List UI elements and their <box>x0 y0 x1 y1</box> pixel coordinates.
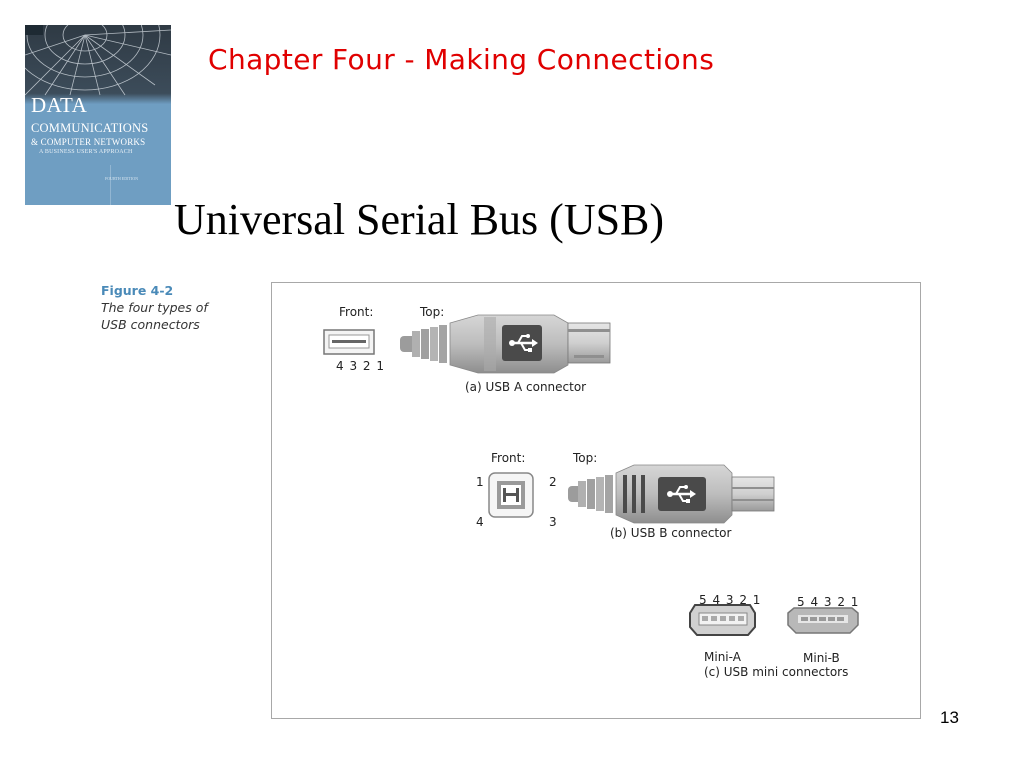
usb-a-top-label: Top: <box>420 305 445 319</box>
usb-b-pin-2: 2 <box>549 475 557 489</box>
page-number: 13 <box>940 708 959 727</box>
mini-b-pin-numbers: 5 4 3 2 1 <box>797 595 860 609</box>
mini-a-label: Mini-A <box>704 650 741 664</box>
book-cover: DATA COMMUNICATIONS & COMPUTER NETWORKS … <box>25 25 171 205</box>
usb-a-front-label: Front: <box>339 305 374 319</box>
usb-b-top-label: Top: <box>573 451 598 465</box>
usb-trident-icon <box>509 334 538 352</box>
usb-a-pin-numbers: 4 3 2 1 <box>336 359 385 373</box>
usb-b-pin-4: 4 <box>476 515 484 529</box>
slide-title: Universal Serial Bus (USB) <box>174 195 665 244</box>
cover-subtitle-3: A BUSINESS USER'S APPROACH <box>39 149 133 155</box>
dish-antenna-graphic <box>25 25 171 205</box>
usb-mini-caption: (c) USB mini connectors <box>704 665 849 679</box>
usb-a-caption: (a) USB A connector <box>465 380 587 394</box>
figure-number: Figure 4-2 <box>101 283 174 298</box>
usb-b-caption: (b) USB B connector <box>610 526 732 540</box>
chapter-heading: Chapter Four - Making Connections <box>208 43 715 76</box>
usb-trident-icon <box>667 485 696 503</box>
usb-b-front <box>488 472 534 518</box>
usb-a-plug <box>400 314 611 374</box>
figure-caption: Figure 4-2 The four types of USB connect… <box>101 282 221 333</box>
usb-b-front-label: Front: <box>491 451 526 465</box>
mini-a-pin-numbers: 5 4 3 2 1 <box>699 593 762 607</box>
cover-subtitle-2: & COMPUTER NETWORKS <box>31 137 146 147</box>
usb-b-pin-1: 1 <box>476 475 484 489</box>
cover-title: DATA <box>31 93 88 117</box>
mini-a-connector <box>689 604 756 636</box>
mini-b-label: Mini-B <box>803 651 840 665</box>
figure-description: The four types of USB connectors <box>101 300 208 332</box>
cover-edition: FOURTH EDITION <box>105 176 138 181</box>
mini-b-connector <box>787 607 859 634</box>
cover-subtitle-1: COMMUNICATIONS <box>31 121 149 135</box>
figure-frame: Front: Top: 4 3 2 1 (a) USB A connector … <box>271 282 921 719</box>
usb-a-front <box>323 329 375 355</box>
usb-b-pin-3: 3 <box>549 515 557 529</box>
usb-connectors-illustration <box>323 314 859 636</box>
